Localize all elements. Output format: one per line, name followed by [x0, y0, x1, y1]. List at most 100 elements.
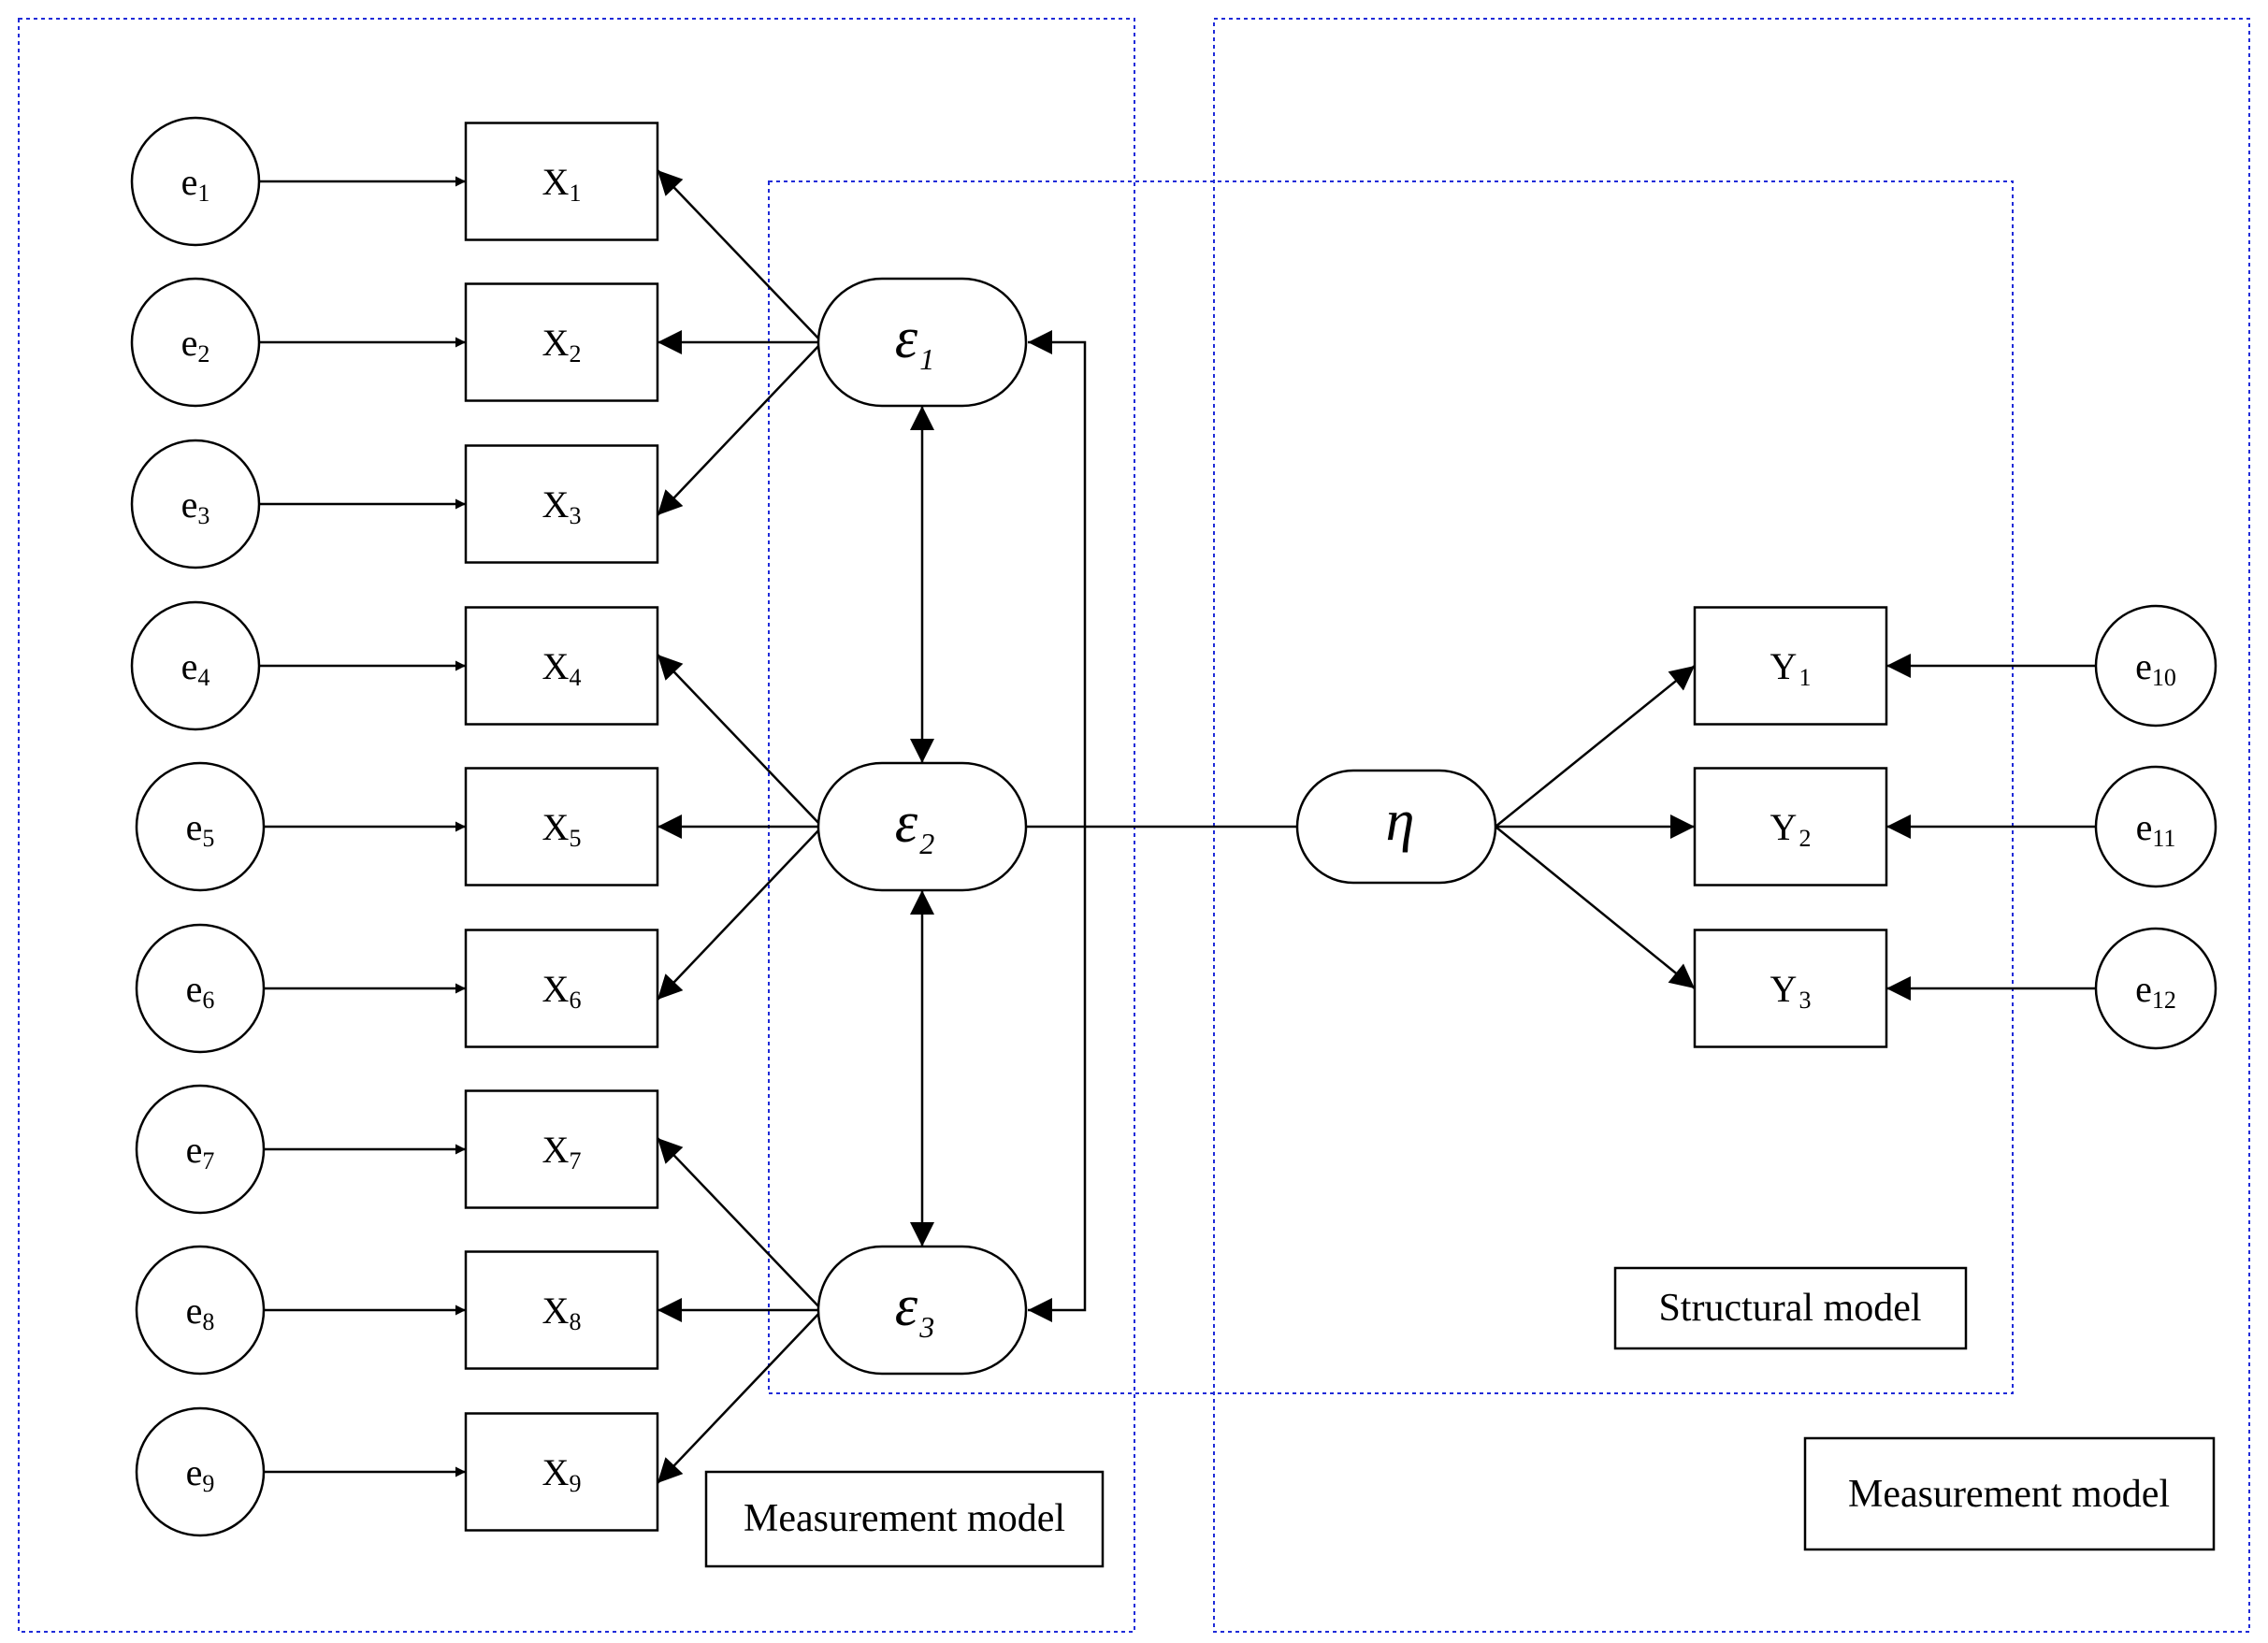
indicator-label: X7 [542, 1129, 582, 1175]
indicator-box [464, 122, 659, 241]
error-node-e12: e12 [2094, 927, 2217, 1050]
indicator-label-subscript: 7 [569, 1147, 581, 1175]
error-label-base: e [186, 1129, 203, 1171]
indicator-label: X8 [542, 1290, 582, 1335]
latent1-to-x1-arrow [657, 169, 823, 343]
error-label-subscript: 9 [202, 1470, 214, 1497]
error-label-subscript: 1 [197, 180, 209, 207]
indicator-x9: X9 [464, 1412, 659, 1532]
error-node-e11: e11 [2094, 765, 2217, 888]
indicator-label: X4 [542, 645, 582, 691]
error-label: e9 [186, 1451, 215, 1497]
indicator-label-base: X [542, 968, 570, 1010]
error-label-subscript: 11 [2152, 825, 2175, 852]
indicator-label-subscript: 2 [569, 340, 581, 368]
indicator-box [464, 1250, 659, 1370]
indicator-label: X3 [542, 483, 582, 529]
eta-label: η [1386, 789, 1415, 853]
error-node-e1: e1 [130, 116, 261, 247]
indicator-label-subscript: 9 [569, 1470, 581, 1497]
error-label-base: e [181, 645, 198, 687]
latent-label-subscript: 2 [919, 827, 934, 860]
indicator-label-base: X [542, 1290, 570, 1332]
latent-epsilon1: ε1 [816, 277, 1028, 408]
indicator-label: X1 [542, 161, 582, 207]
error-label-subscript: 4 [197, 664, 209, 691]
error-label: e1 [181, 161, 210, 207]
error-node-e8: e8 [135, 1245, 266, 1376]
indicator-label-subscript: 1 [1799, 664, 1811, 691]
indicator-x2: X2 [464, 282, 659, 402]
indicator-label-subscript: 5 [569, 825, 581, 852]
error-label: e5 [186, 806, 215, 852]
left-measurement-region [18, 18, 1135, 1633]
indicator-label-base: Y [1770, 806, 1798, 848]
latent-label-subscript: 3 [918, 1310, 934, 1344]
latent3-to-x9-arrow [657, 1309, 823, 1484]
latent-shape [816, 277, 1028, 408]
error-circle [2094, 765, 2217, 888]
latent-shape [1295, 769, 1497, 885]
indicator-label-subscript: 3 [1799, 987, 1811, 1014]
error-circle [2094, 604, 2217, 728]
latent-label: ε2 [895, 791, 934, 860]
error-node-e7: e7 [135, 1084, 266, 1215]
right-measurement-label: Measurement model [1848, 1473, 2170, 1516]
right-measurement-region [1213, 18, 2250, 1633]
error-circle [135, 1245, 266, 1376]
error-node-e2: e2 [130, 277, 261, 408]
error-circle [135, 761, 266, 892]
right-measurement-label-box: Measurement model [1803, 1436, 2216, 1551]
latent1-to-x3-arrow [657, 341, 823, 516]
latent-eta: η [1295, 769, 1497, 885]
error-label: e3 [181, 483, 210, 529]
latent3-to-x7-arrow [657, 1137, 823, 1311]
indicator-label-base: X [542, 806, 570, 848]
error-label-subscript: 3 [197, 502, 209, 529]
indicator-label-base: X [542, 1451, 570, 1493]
latent-shape [816, 761, 1028, 892]
structural-label-box: Structural model [1613, 1266, 1968, 1350]
error-node-e3: e3 [130, 439, 261, 569]
indicator-label: X6 [542, 968, 582, 1014]
error-label: e2 [181, 322, 210, 368]
indicator-box [464, 606, 659, 726]
error-node-e4: e4 [130, 600, 261, 731]
error-label-subscript: 7 [202, 1147, 214, 1175]
indicator-y2: Y2 [1693, 767, 1888, 886]
error-label: e8 [186, 1290, 215, 1335]
latent-label-base: ε [895, 1275, 918, 1338]
indicator-x7: X7 [464, 1089, 659, 1209]
indicator-x8: X8 [464, 1250, 659, 1370]
eta-to-y3-arrow [1495, 826, 1696, 989]
indicator-box [1693, 767, 1888, 886]
latent-label-base: ε [895, 307, 918, 370]
indicator-label: Y2 [1770, 806, 1812, 852]
error-label-base: e [186, 968, 203, 1010]
eta-to-y1-arrow [1495, 665, 1696, 828]
error-circle [135, 923, 266, 1054]
indicator-label-subscript: 1 [569, 180, 581, 207]
latent2-to-x4-arrow [657, 654, 823, 828]
latent-epsilon3: ε3 [816, 1245, 1028, 1376]
indicator-x1: X1 [464, 122, 659, 241]
error-node-e6: e6 [135, 923, 266, 1054]
error-label-subscript: 6 [202, 987, 214, 1014]
indicator-x4: X4 [464, 606, 659, 726]
error-circle [135, 1406, 266, 1537]
error-label-base: e [186, 806, 203, 848]
indicator-label-base: X [542, 161, 570, 203]
error-circle [130, 600, 261, 731]
error-label-base: e [181, 322, 198, 364]
indicator-x6: X6 [464, 929, 659, 1048]
indicator-label: Y3 [1770, 968, 1812, 1014]
indicator-label-subscript: 8 [569, 1308, 581, 1335]
left-measurement-label: Measurement model [744, 1497, 1065, 1540]
latent-label-base: ε [895, 791, 918, 855]
latent-epsilon2: ε2 [816, 761, 1028, 892]
latent-label: ε3 [895, 1275, 934, 1344]
indicator-label-subscript: 6 [569, 987, 581, 1014]
error-circle [135, 1084, 266, 1215]
indicator-box [464, 767, 659, 886]
